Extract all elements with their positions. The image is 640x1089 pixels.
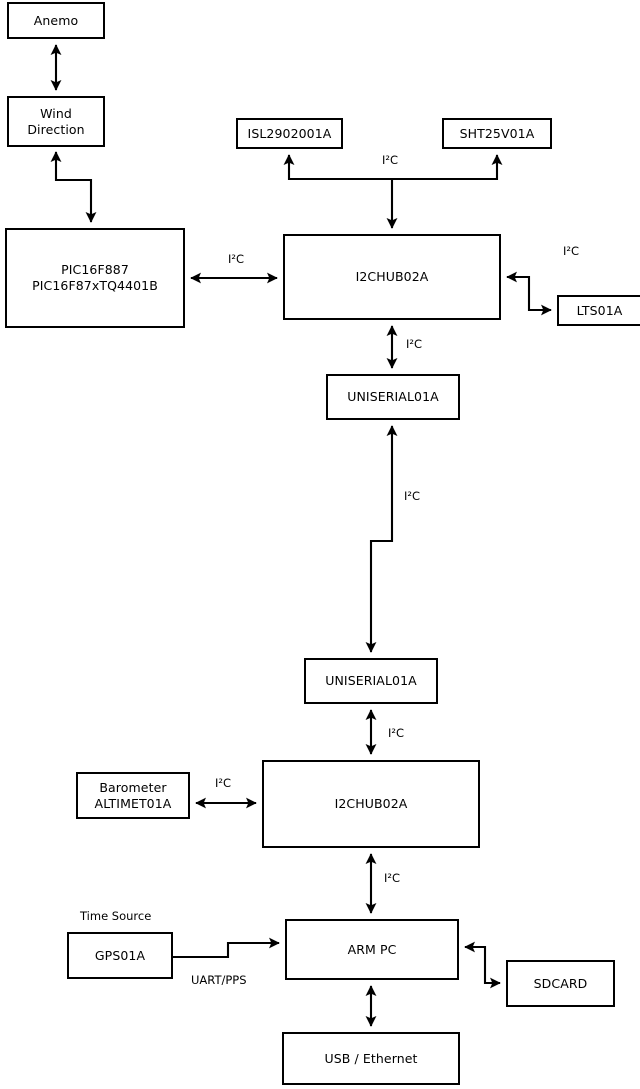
node-i2chub02a-bottom[interactable]: I2CHUB02A <box>262 760 480 848</box>
node-label: I2CHUB02A <box>355 269 429 285</box>
node-label: Anemo <box>33 12 79 28</box>
edge-label-hub-sensors: I²C <box>382 153 399 167</box>
node-wind-direction[interactable]: Wind Direction <box>7 96 105 147</box>
connector-hub-lts <box>506 271 552 316</box>
node-anemo[interactable]: Anemo <box>7 2 105 39</box>
connector-hub-bus <box>283 154 398 229</box>
edge-label-gps-armpc: UART/PPS <box>191 973 247 987</box>
node-label: LTS01A <box>576 302 623 318</box>
edge-label-hub-lts: I²C <box>563 244 580 258</box>
node-label: PIC16F887 PIC16F87xTQ4401B <box>32 262 158 293</box>
node-label: GPS01A <box>94 947 146 963</box>
node-label: ARM PC <box>347 941 397 957</box>
edge-label-uniserial-hub2: I²C <box>388 726 405 740</box>
edge-label-baro-hub2: I²C <box>215 776 232 790</box>
node-label: ISL2902001A <box>247 125 332 141</box>
edge-label-hub2-armpc: I²C <box>384 871 401 885</box>
node-barometer-altimet01a[interactable]: Barometer ALTIMET01A <box>76 772 190 819</box>
node-label: UNISERIAL01A <box>347 389 439 405</box>
node-sht25v01a[interactable]: SHT25V01A <box>442 118 552 149</box>
connector-uniserial-link <box>365 425 398 653</box>
annotation-time-source: Time Source <box>80 909 152 923</box>
node-sdcard[interactable]: SDCARD <box>506 960 615 1007</box>
node-lts01a[interactable]: LTS01A <box>557 295 640 326</box>
node-i2chub02a-top[interactable]: I2CHUB02A <box>283 234 501 320</box>
node-pic-microcontroller[interactable]: PIC16F887 PIC16F87xTQ4401B <box>5 228 185 328</box>
edge-label-hub-uniserial: I²C <box>406 337 423 351</box>
edge-label-uniserial-link: I²C <box>404 489 421 503</box>
node-label: UNISERIAL01A <box>325 673 417 689</box>
node-label: SDCARD <box>533 975 588 991</box>
node-isl2902001a[interactable]: ISL2902001A <box>236 118 343 149</box>
connector-gps-armpc <box>173 937 280 959</box>
node-uniserial01a-bottom[interactable]: UNISERIAL01A <box>304 658 438 704</box>
node-arm-pc[interactable]: ARM PC <box>285 919 459 980</box>
connector-pic-wind <box>50 151 97 223</box>
node-label: SHT25V01A <box>459 125 535 141</box>
node-label: I2CHUB02A <box>334 796 408 812</box>
node-label: Barometer ALTIMET01A <box>94 779 172 811</box>
connector-armpc-sdcard <box>464 941 501 989</box>
node-uniserial01a-top[interactable]: UNISERIAL01A <box>326 374 460 420</box>
node-label: USB / Ethernet <box>324 1050 418 1066</box>
edge-label-pic-hub: I²C <box>228 252 245 266</box>
node-gps01a[interactable]: GPS01A <box>67 932 173 979</box>
node-usb-ethernet[interactable]: USB / Ethernet <box>282 1032 460 1085</box>
connector-bus-sht <box>392 154 503 181</box>
node-label: Wind Direction <box>27 105 85 137</box>
